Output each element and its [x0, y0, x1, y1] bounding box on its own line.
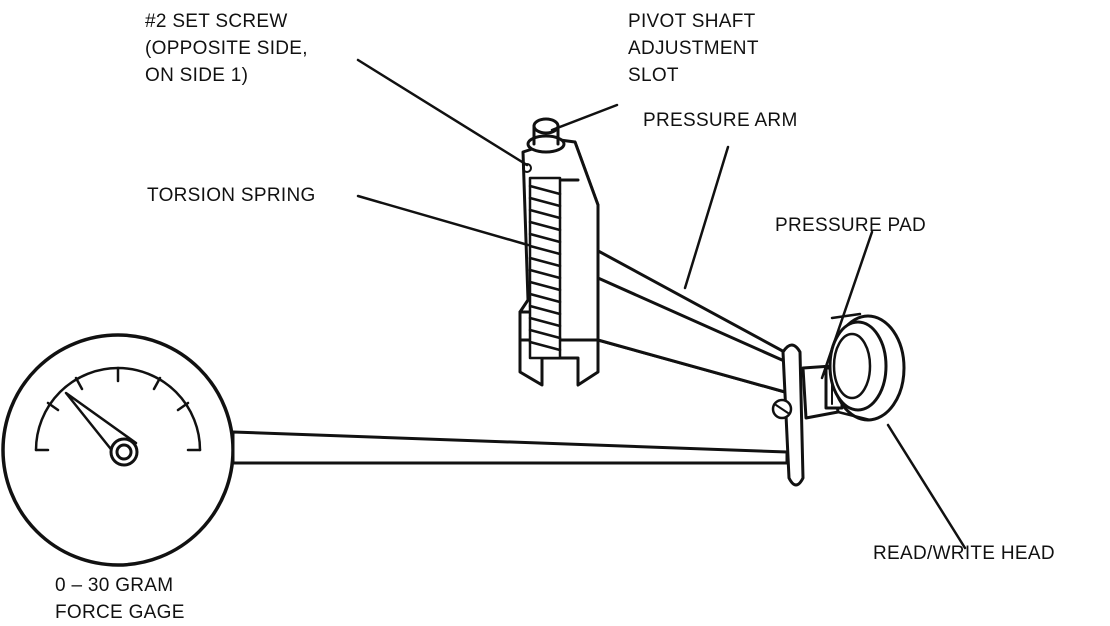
- pivot-shaft: [526, 117, 566, 154]
- label-pivot-shaft: PIVOT SHAFT ADJUSTMENT SLOT: [628, 11, 759, 86]
- t-lever: [771, 343, 805, 487]
- label-set-screw: #2 SET SCREW (OPPOSITE SIDE, ON SIDE 1): [145, 11, 308, 86]
- label-force-gage: 0 – 30 GRAM FORCE GAGE: [55, 575, 185, 623]
- gage-tick-marks: [34, 366, 202, 452]
- leader-lines: [356, 58, 967, 550]
- torsion-spring-coils: [528, 176, 562, 360]
- force-gage-dial: [1, 333, 235, 567]
- read-write-head: [828, 312, 906, 422]
- label-read-write-head: READ/WRITE HEAD: [873, 543, 1055, 564]
- gage-probe-rod: [231, 430, 789, 465]
- label-torsion-spring: TORSION SPRING: [147, 185, 316, 206]
- label-pressure-arm: PRESSURE ARM: [643, 110, 798, 131]
- pressure-arm: [573, 140, 802, 394]
- label-pressure-pad: PRESSURE PAD: [775, 215, 927, 236]
